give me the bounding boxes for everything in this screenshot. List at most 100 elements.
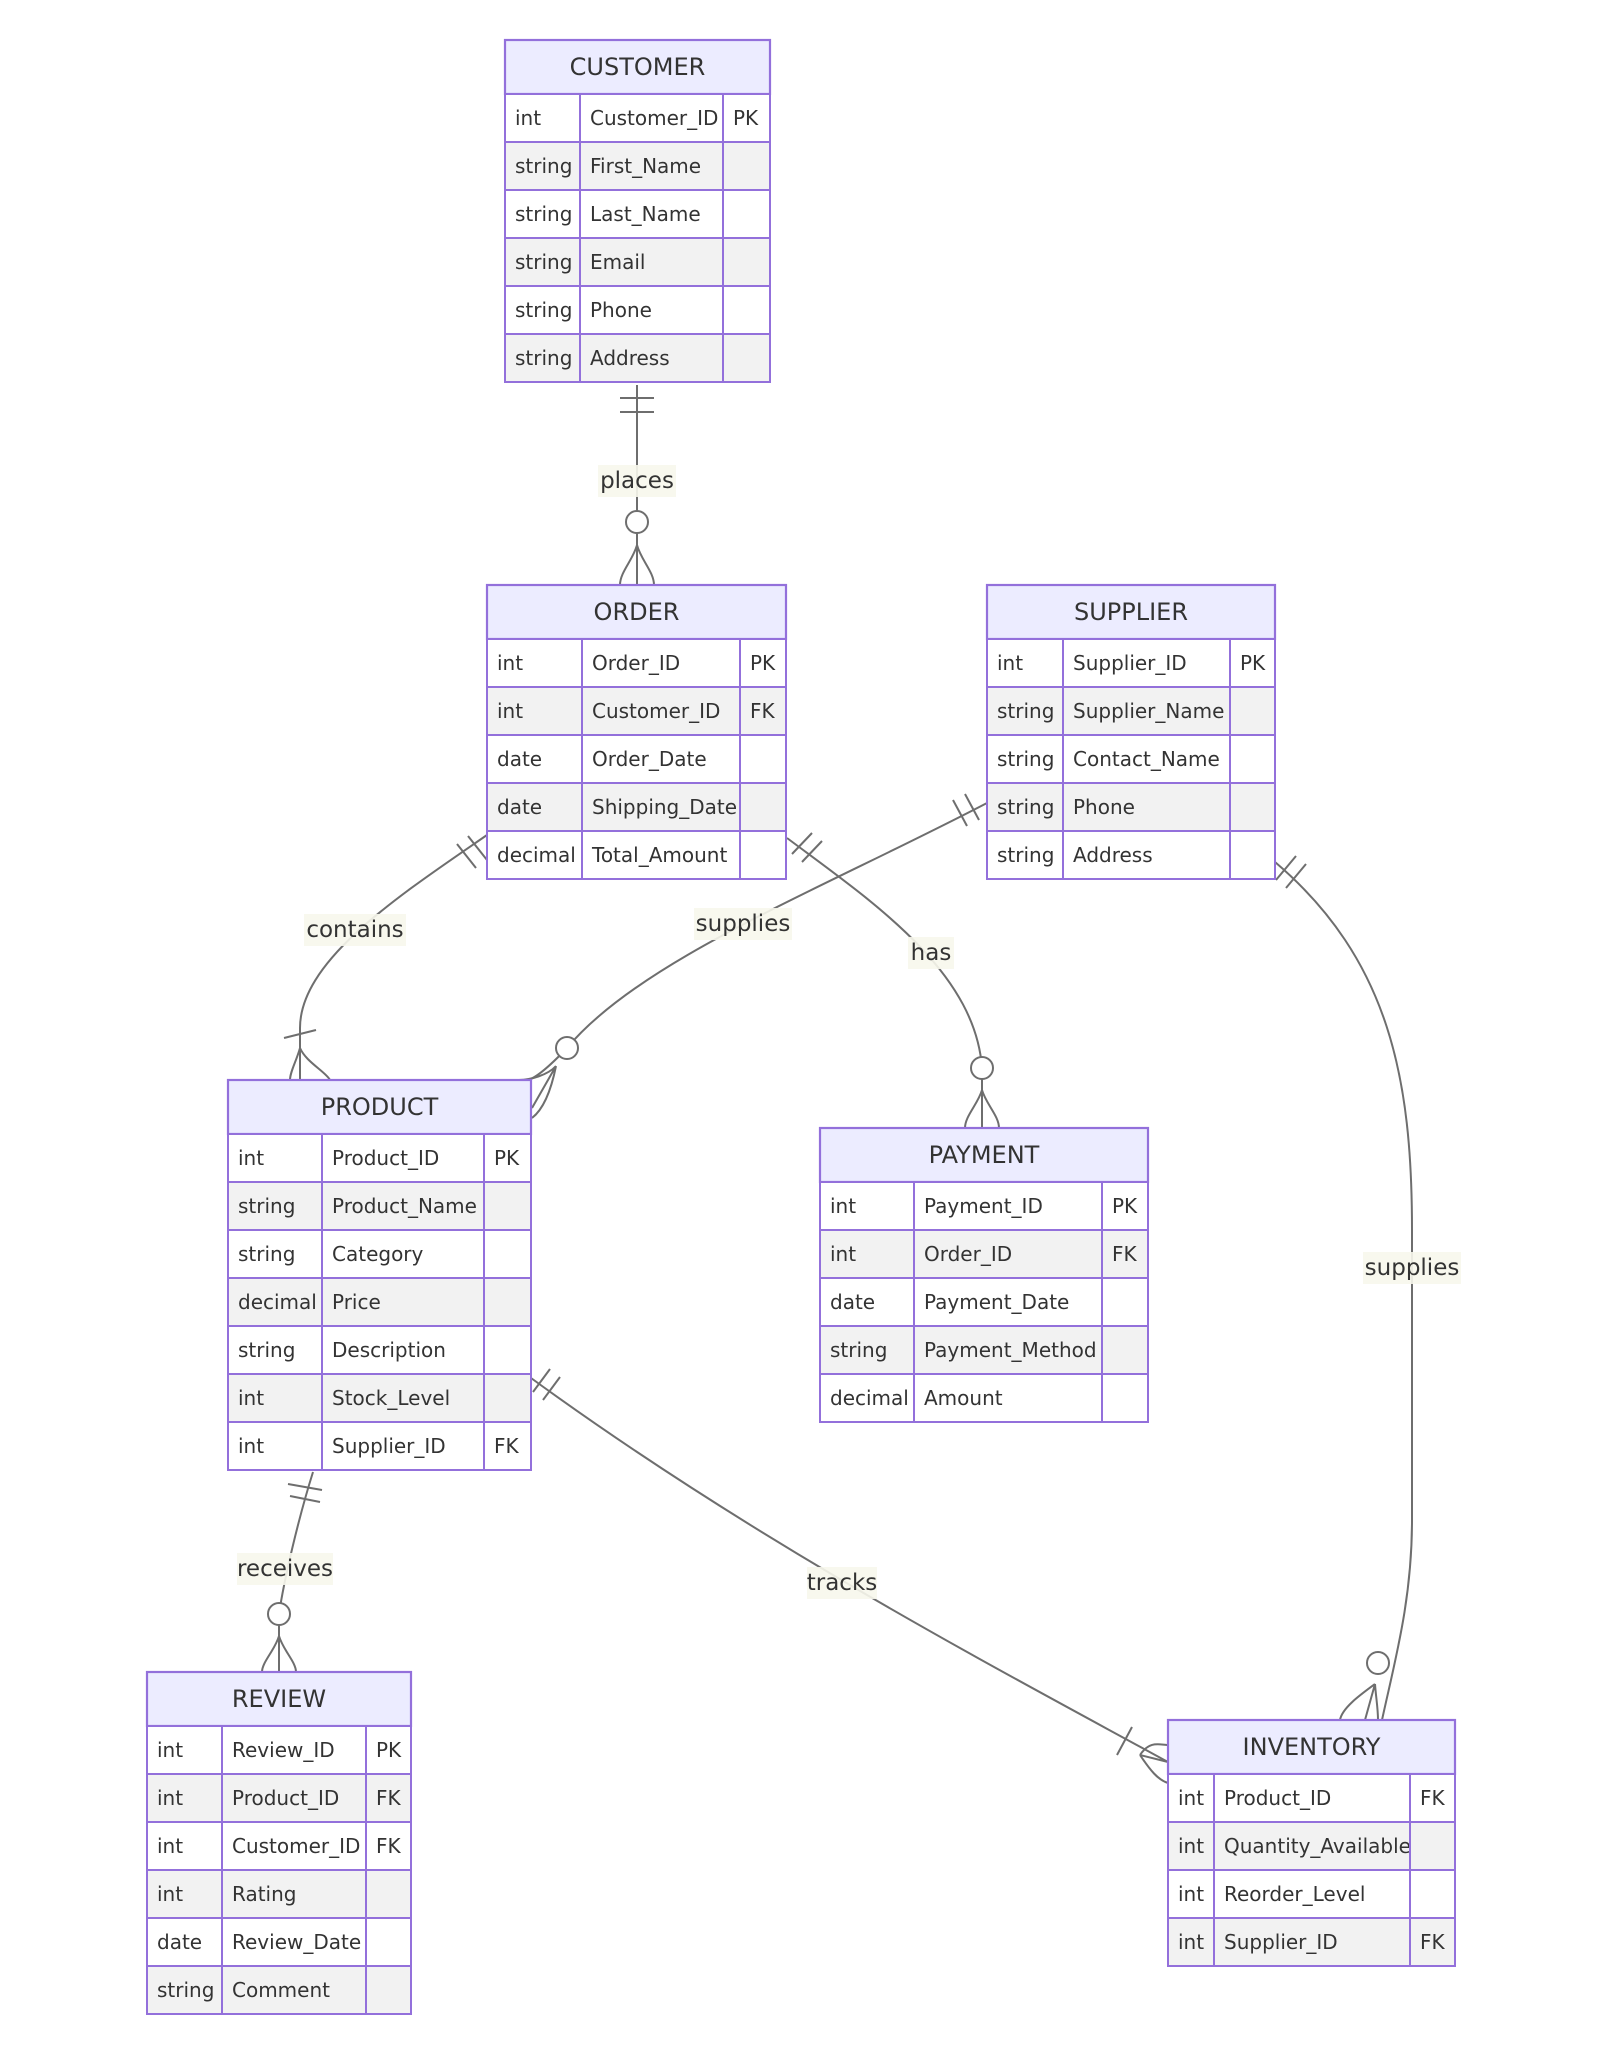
attribute-name-cell	[581, 638, 741, 688]
attribute-name: Customer_ID	[232, 1834, 360, 1858]
attribute-name-cell	[579, 93, 724, 143]
attribute-name-cell	[321, 1277, 485, 1327]
attribute-type: string	[515, 202, 572, 226]
attribute-name: Total_Amount	[591, 843, 727, 867]
attribute-name-cell	[579, 285, 724, 335]
attribute-type: int	[157, 1834, 183, 1858]
attribute-name: First_Name	[590, 154, 701, 178]
attribute-type-cell	[486, 734, 583, 784]
attribute-type: int	[238, 1146, 264, 1170]
attribute-type: int	[157, 1882, 183, 1906]
attribute-key-cell	[1229, 830, 1276, 880]
attribute-type: string	[238, 1194, 295, 1218]
attribute-name: Rating	[232, 1882, 296, 1906]
attribute-name-cell	[321, 1133, 485, 1183]
attribute-name: Review_ID	[232, 1738, 335, 1762]
attribute-type: date	[830, 1290, 875, 1314]
attribute-name: Amount	[924, 1386, 1003, 1410]
attribute-key-cell	[365, 1773, 412, 1823]
attribute-key-cell	[365, 1965, 412, 2015]
card-one-or-many-product	[283, 1029, 331, 1081]
rel-label-supplies-product: supplies	[694, 908, 792, 940]
attribute-type: string	[238, 1338, 295, 1362]
attribute-key: PK	[494, 1146, 520, 1170]
attribute-key-cell	[365, 1869, 412, 1919]
attribute-key-cell	[722, 93, 771, 143]
attribute-name: Phone	[1073, 795, 1135, 819]
attribute-name: Payment_Date	[924, 1290, 1069, 1314]
attribute-name-cell	[221, 1965, 367, 2015]
attribute-name-cell	[913, 1229, 1103, 1279]
entity-title: SUPPLIER	[1074, 598, 1188, 626]
attribute-name-cell	[1062, 686, 1231, 736]
attribute-name: Supplier_ID	[1073, 651, 1187, 675]
attribute-key-cell	[1229, 782, 1276, 832]
attribute-name: Contact_Name	[1073, 747, 1220, 771]
card-zero-or-many-inventory	[1339, 1651, 1390, 1721]
card-exactly-one-product-tracks	[532, 1368, 561, 1401]
attribute-type: string	[515, 154, 572, 178]
attribute-name-cell	[579, 141, 724, 191]
rel-label-receives: receives	[237, 1553, 333, 1585]
attribute-type-cell	[227, 1133, 323, 1183]
attribute-key-cell	[722, 141, 771, 191]
rel-line-has	[786, 837, 983, 1128]
card-exactly-one-order-contains	[456, 835, 488, 869]
attribute-type: string	[515, 250, 572, 274]
attribute-key-cell	[483, 1229, 532, 1279]
attribute-key-cell	[483, 1277, 532, 1327]
attribute-type-cell	[1167, 1773, 1215, 1823]
attribute-type-cell	[819, 1373, 915, 1423]
attribute-name: Review_Date	[232, 1930, 361, 1954]
attribute-key-cell	[483, 1325, 532, 1375]
attribute-type: decimal	[238, 1290, 317, 1314]
attribute-name-cell	[581, 734, 741, 784]
attribute-type: int	[497, 651, 523, 675]
attribute-type-cell	[504, 237, 581, 287]
rel-label-tracks: tracks	[807, 1567, 878, 1599]
attribute-type: date	[157, 1930, 202, 1954]
attribute-type: int	[830, 1242, 856, 1266]
attribute-row: string First_Name	[504, 141, 771, 191]
attribute-name: Customer_ID	[592, 699, 720, 723]
attribute-name: Supplier_Name	[1073, 699, 1224, 723]
entity-title: PAYMENT	[929, 1141, 1040, 1169]
rel-label-text: tracks	[807, 1570, 878, 1596]
entity-header	[145, 1670, 413, 1728]
attribute-key-cell	[739, 830, 787, 880]
rel-label-text: places	[600, 468, 674, 494]
attribute-row: int Rating	[146, 1869, 412, 1919]
attribute-type: int	[1178, 1930, 1204, 1954]
attribute-type: int	[238, 1434, 264, 1458]
attribute-name: Price	[332, 1290, 381, 1314]
attribute-key: FK	[750, 699, 776, 723]
attribute-type: int	[157, 1786, 183, 1810]
attribute-name-cell	[321, 1229, 485, 1279]
attribute-type: int	[238, 1386, 264, 1410]
attribute-name-cell	[1062, 782, 1231, 832]
attribute-type: string	[997, 795, 1054, 819]
attribute-key-cell	[1229, 686, 1276, 736]
attribute-type: string	[515, 298, 572, 322]
attribute-name: Payment_ID	[924, 1194, 1043, 1218]
attribute-name-cell	[1062, 734, 1231, 784]
attribute-key: PK	[1112, 1194, 1138, 1218]
attribute-name-cell	[1062, 638, 1231, 688]
entity-title: PRODUCT	[321, 1093, 439, 1121]
attribute-name: Product_ID	[1224, 1786, 1331, 1810]
